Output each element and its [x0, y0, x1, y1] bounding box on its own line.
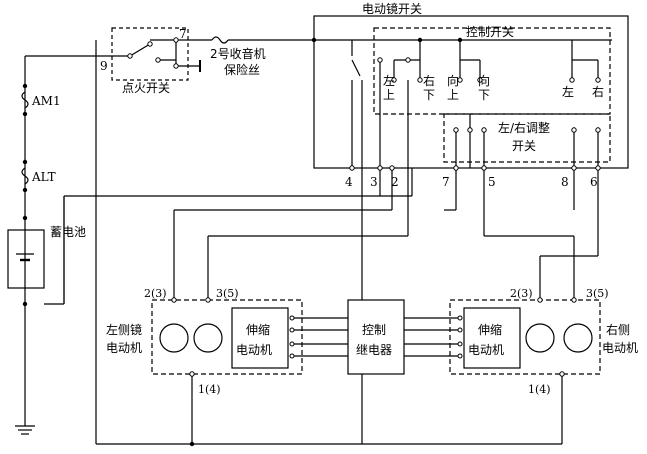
battery-box: [7, 229, 45, 289]
pos-dir-up: 向上: [447, 74, 460, 102]
terminal-8: 8: [561, 175, 569, 189]
control-switch-label: 控制开关: [466, 25, 515, 39]
left-motor-b: [193, 323, 223, 353]
fuse-am1-label: AM1: [32, 94, 61, 108]
fuse-alt-label: ALT: [32, 170, 56, 184]
ignition-pin9: 9: [100, 59, 108, 73]
right-retract-line2: 电动机: [468, 343, 505, 357]
relay-line1: 控制: [362, 323, 387, 337]
right-motor-pin-a: 2(3): [510, 287, 533, 300]
battery-label: 蓄电池: [50, 225, 87, 239]
left-retract-line1: 伸缩: [246, 323, 271, 337]
right-motor-box: [449, 299, 601, 375]
pos-right-down: 右下: [423, 74, 436, 102]
ground-symbol: [15, 425, 35, 435]
left-motor-line2: 电动机: [106, 341, 143, 355]
relay-box: [347, 299, 405, 375]
left-motor-line1: 左侧镜: [106, 323, 143, 337]
mirror-switch-title: 电动镜开关: [362, 2, 423, 16]
pos-right2: 右: [592, 85, 605, 99]
fuse-radio-symbol: [211, 36, 229, 44]
fuse-alt-symbol: [21, 167, 29, 185]
pos-left-up: 左上: [383, 74, 396, 102]
left-motor-pin-a: 2(3): [144, 287, 167, 300]
adjust-switch-box: [443, 113, 611, 163]
right-motor-pin-gnd: 1(4): [528, 383, 551, 396]
right-motor-a: [525, 323, 555, 353]
ignition-pin7: 7: [179, 27, 187, 41]
ignition-switch-box: [111, 27, 189, 81]
left-retract-motor-box: [231, 307, 289, 369]
pos-left2: 左: [562, 85, 575, 99]
left-motor-a: [159, 323, 189, 353]
terminal-5: 5: [488, 175, 496, 189]
terminal-4: 4: [345, 175, 353, 189]
terminal-6: 6: [590, 175, 598, 189]
left-motor-pin-gnd: 1(4): [198, 383, 221, 396]
left-motor-pin-b: 3(5): [216, 287, 239, 300]
fuse-am1-symbol: [21, 91, 29, 109]
terminal-3: 3: [370, 175, 378, 189]
terminal-7: 7: [442, 175, 450, 189]
right-retract-motor-box: [463, 307, 521, 369]
right-motor-line2: 电动机: [602, 341, 639, 355]
mirror-switch-box: [313, 15, 629, 169]
fuse-radio-line2: 保险丝: [224, 63, 261, 77]
pos-dir-down: 向下: [478, 74, 491, 102]
control-switch-box: [373, 27, 611, 115]
right-motor-pin-b: 3(5): [586, 287, 609, 300]
left-motor-box: [151, 299, 303, 375]
ignition-label: 点火开关: [122, 81, 171, 95]
right-motor-line1: 右侧: [606, 323, 631, 337]
relay-line2: 继电器: [356, 343, 393, 357]
right-retract-line1: 伸缩: [478, 323, 503, 337]
right-motor-b: [563, 323, 593, 353]
terminal-2: 2: [391, 175, 399, 189]
adjust-switch-line2: 开关: [512, 139, 537, 153]
fuse-radio-line1: 2号收音机: [210, 47, 266, 61]
left-retract-line2: 电动机: [236, 343, 273, 357]
adjust-switch-line1: 左/右调整: [498, 121, 551, 135]
